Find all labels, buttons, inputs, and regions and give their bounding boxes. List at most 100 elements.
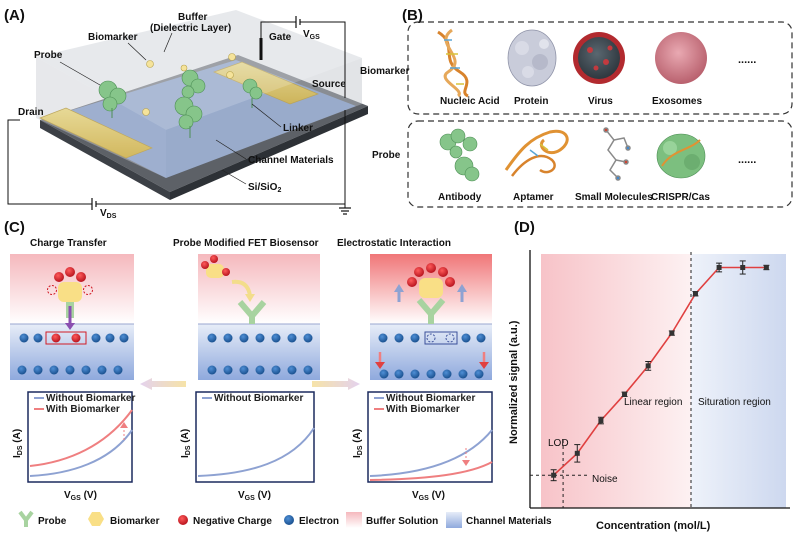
title-electrostatic: Electrostatic Interaction: [337, 238, 451, 249]
biomarker-name-2: Virus: [588, 96, 613, 107]
data-point: [551, 472, 557, 478]
panel-b: (B) Biomarker Probe: [360, 7, 793, 208]
substrate-front: [40, 120, 170, 200]
probe-box: [407, 120, 793, 208]
channel-legend-swatch: [446, 512, 462, 528]
source-label: Source: [312, 79, 346, 90]
annotation-lod: LOD: [548, 438, 569, 449]
biomarker-name-0: Nucleic Acid: [440, 96, 500, 107]
buffer-label: Buffer: [178, 12, 208, 23]
iv-plot-charge-transfer: Without Biomarker With Biomarker: [27, 391, 135, 483]
svg-text:With Biomarker: With Biomarker: [46, 404, 120, 415]
aptamer-icon: [504, 129, 569, 177]
panel-c-legend: Probe Biomarker Negative Charge Electron…: [18, 510, 552, 528]
probe-name-0: Antibody: [438, 192, 482, 203]
buffer-label-sub: (Dielectric Layer): [150, 23, 231, 34]
crispr-cas-icon: [656, 133, 706, 179]
antibody-icon: [439, 128, 480, 182]
svg-text:With Biomarker: With Biomarker: [386, 404, 460, 415]
electrostatic-diagram: [370, 254, 492, 380]
legend-probe: Probe: [38, 516, 67, 527]
data-point: [598, 418, 604, 424]
probe-name-2: Small Molecules: [575, 192, 653, 203]
buffer-legend-swatch: [346, 512, 362, 528]
iv-ylabel-3: IDS (A): [352, 429, 364, 458]
saturation-region-bg: [691, 254, 786, 508]
data-point: [622, 391, 628, 397]
channel-label: Channel Materials: [248, 155, 334, 166]
signal-line: [553, 266, 767, 476]
biomarker-name-3: Exosomes: [652, 96, 702, 107]
iv-xlabel-1: VGS (V): [64, 490, 97, 502]
small-molecule-icon: [603, 127, 631, 181]
linear-region-bg: [541, 254, 691, 508]
biomarker-row-label: Biomarker: [360, 66, 410, 77]
annotation-linear: Linear region: [624, 397, 682, 408]
data-point: [645, 363, 651, 369]
data-point: [740, 264, 746, 270]
arrow-right: [312, 378, 360, 390]
legend-biomarker: Biomarker: [110, 516, 160, 527]
biomarker-legend-icon: [88, 512, 104, 526]
panel-a: (A) VGS Gate VDS: [4, 7, 368, 220]
panel-c: (C) Charge Transfer Probe Modified FET B…: [4, 219, 552, 528]
panel-d: (D) LOD Noise Linear region Situration r…: [508, 219, 790, 532]
exosome-icon: [655, 32, 707, 84]
annotation-noise: Noise: [592, 474, 618, 485]
data-point: [669, 330, 675, 336]
legend-negative-charge: Negative Charge: [193, 516, 272, 527]
svg-text:Without Biomarker: Without Biomarker: [386, 393, 475, 404]
probe-name-3: CRISPR/Cas: [651, 192, 710, 203]
biomarker-box: [407, 21, 793, 115]
drain-electrode: [39, 107, 153, 159]
negative-charge-legend-icon: [178, 515, 188, 525]
arrow-left: [140, 378, 186, 390]
probe-more: ......: [738, 154, 756, 166]
panel-a-label: (A): [4, 7, 25, 24]
svg-text:Without Biomarker: Without Biomarker: [46, 393, 135, 404]
svg-text:Without Biomarker: Without Biomarker: [214, 393, 303, 404]
title-charge-transfer: Charge Transfer: [30, 238, 107, 249]
iv-xlabel-2: VGS (V): [238, 490, 271, 502]
signal-series: [550, 260, 770, 482]
biomarker-molecules: [142, 53, 236, 116]
iv-xlabel-3: VGS (V): [412, 490, 445, 502]
substrate-side: [170, 106, 368, 200]
drain-label: Drain: [18, 107, 44, 118]
probe-name-1: Aptamer: [513, 192, 554, 203]
d-xlabel: Concentration (mol/L): [596, 520, 711, 532]
nucleic-acid-icon: [437, 28, 469, 98]
legend-buffer: Buffer Solution: [366, 516, 438, 527]
iv-ylabel-1: IDS (A): [12, 429, 24, 458]
probe-legend-icon: [18, 510, 34, 524]
annotation-saturation: Situration region: [698, 397, 771, 408]
legend-electron: Electron: [299, 516, 339, 527]
data-point: [692, 291, 698, 297]
gate-label: Gate: [269, 32, 292, 43]
charge-transfer-diagram: [10, 254, 134, 380]
substrate-label: Si/SiO2: [248, 182, 281, 194]
protein-icon: [507, 29, 557, 87]
probe-row-label: Probe: [372, 150, 401, 161]
probe-label-a: Probe: [34, 50, 63, 61]
d-ylabel: Normalized signal (a.u.): [508, 320, 520, 444]
virus-icon: [573, 32, 625, 84]
probe-molecules: [98, 69, 263, 130]
linker-label: Linker: [283, 123, 313, 134]
data-point: [574, 450, 580, 456]
panel-b-label: (B): [402, 7, 423, 24]
biomarker-name-1: Protein: [514, 96, 548, 107]
panel-d-label: (D): [514, 219, 535, 236]
data-point: [763, 264, 769, 270]
biomarker-more: ......: [738, 54, 756, 66]
title-probe-fet: Probe Modified FET Biosensor: [173, 238, 319, 249]
panel-c-label: (C): [4, 219, 25, 236]
legend-channel: Channel Materials: [466, 516, 552, 527]
vgs-label: VGS: [303, 29, 320, 41]
fet-biosensor-diagram: [198, 254, 320, 380]
data-point: [716, 264, 722, 270]
electron-legend-icon: [284, 515, 294, 525]
iv-plot-fet: Without Biomarker: [195, 391, 315, 483]
iv-ylabel-2: IDS (A): [180, 429, 192, 458]
